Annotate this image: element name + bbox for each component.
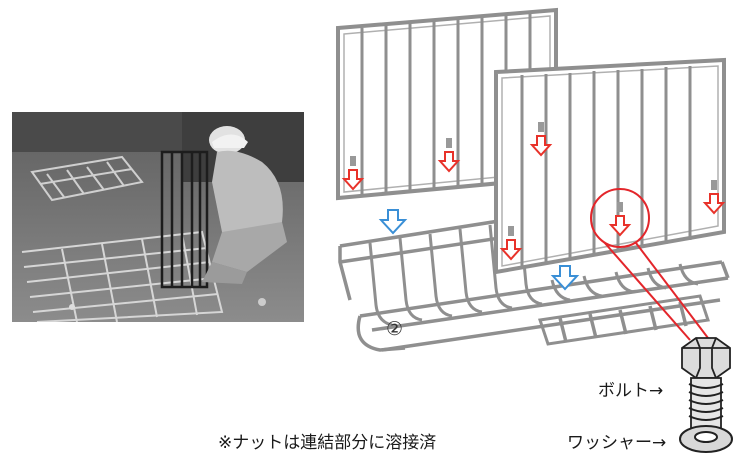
front-side-panel bbox=[494, 57, 726, 275]
washer-label: ワッシャー→ bbox=[567, 433, 667, 453]
bolt-label: ボルト→ bbox=[598, 381, 664, 401]
bolt-positions bbox=[350, 122, 717, 236]
bolt-detail-icon bbox=[681, 337, 731, 429]
weld-note: ※ナットは連結部分に溶接済 bbox=[218, 433, 437, 453]
assembly-photo bbox=[12, 112, 304, 322]
callout bbox=[590, 188, 709, 341]
step-marker: ② bbox=[386, 318, 404, 340]
blue-arrows bbox=[378, 209, 580, 291]
washer-detail-icon bbox=[679, 425, 733, 453]
red-arrows bbox=[341, 135, 726, 261]
